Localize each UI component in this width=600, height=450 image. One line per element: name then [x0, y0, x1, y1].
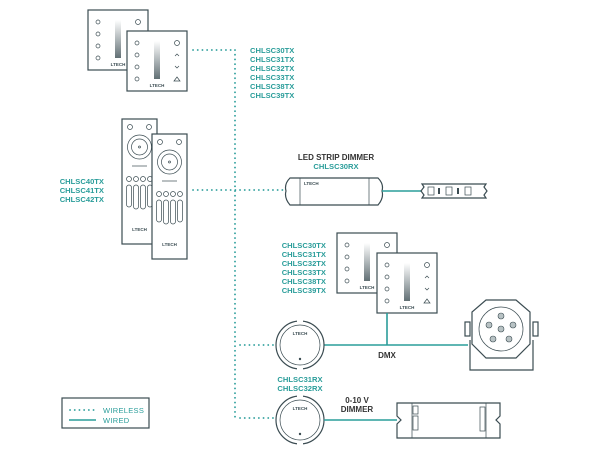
remote-models: CHLSC40TX CHLSC41TX CHLSC42TX — [60, 177, 104, 204]
dimmer-0-10-device — [396, 402, 501, 439]
model-label: CHLSC41TX — [60, 186, 104, 195]
round-receiver-2 — [275, 394, 325, 446]
model-label: CHLSC33TX — [250, 73, 294, 82]
led-strip-dimmer-title: LED STRIP DIMMER — [298, 153, 375, 162]
legend-wired-label: WIRED — [103, 416, 130, 425]
model-label: CHLSC39TX — [250, 91, 294, 100]
top-panel-models: CHLSC30TX CHLSC31TX CHLSC32TX CHLSC33TX … — [250, 46, 294, 100]
mid-panel-models: CHLSC30TX CHLSC31TX CHLSC32TX CHLSC33TX … — [282, 241, 326, 295]
dimmer-0-10-label-line1: 0-10 V — [345, 396, 369, 405]
model-label: CHLSC40TX — [60, 177, 104, 186]
model-label: CHLSC33TX — [282, 268, 326, 277]
round-receiver-1 — [275, 319, 325, 371]
spotlight-fixture — [464, 299, 539, 371]
model-label: CHLSC31TX — [250, 55, 294, 64]
svg-text:LTECH: LTECH — [304, 181, 319, 186]
model-label: CHLSC38TX — [282, 277, 326, 286]
model-label: CHLSC38TX — [250, 82, 294, 91]
dimmer-0-10-label-line2: DIMMER — [341, 405, 374, 414]
model-label: CHLSC42TX — [60, 195, 104, 204]
led-strip-dimmer-device: LTECH — [284, 177, 384, 206]
led-strip-dimmer-model: CHLSC30RX — [313, 162, 358, 171]
model-label: CHLSC32TX — [250, 64, 294, 73]
dmx-label: DMX — [378, 351, 396, 360]
model-label: CHLSC31RX — [277, 375, 322, 384]
model-label: CHLSC31TX — [282, 250, 326, 259]
model-label: CHLSC39TX — [282, 286, 326, 295]
model-label: CHLSC32RX — [277, 384, 322, 393]
model-label: CHLSC30TX — [250, 46, 294, 55]
wall-panel-mid-2 — [376, 252, 438, 314]
model-label: CHLSC30TX — [282, 241, 326, 250]
led-strip — [420, 183, 488, 199]
wall-panel-top-2 — [126, 30, 188, 92]
legend: WIRELESS WIRED — [61, 397, 150, 429]
remote-2 — [151, 133, 188, 260]
model-label: CHLSC32TX — [282, 259, 326, 268]
legend-wireless-label: WIRELESS — [103, 406, 144, 415]
